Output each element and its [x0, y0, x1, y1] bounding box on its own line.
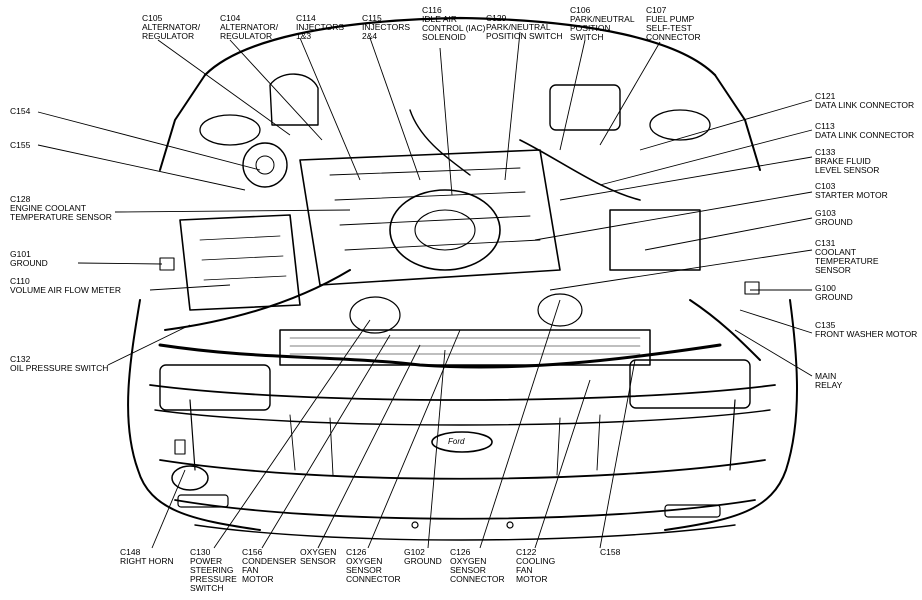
- label-c154: C154: [10, 106, 31, 116]
- intake-plenum: [389, 189, 501, 271]
- bumper-line: [159, 459, 766, 480]
- reservoir: [269, 73, 319, 126]
- grille-top: [149, 384, 776, 401]
- leader-lines: [37, 31, 813, 549]
- wiring-harness: [158, 343, 722, 369]
- left-headlight: [629, 359, 751, 409]
- alternator: [242, 142, 288, 188]
- label-c158: C158: [600, 547, 621, 557]
- right-headlight: [159, 364, 271, 411]
- brake-master-cylinder: [549, 84, 621, 131]
- label-c155: C155: [10, 140, 31, 150]
- hood-edge: [203, 16, 717, 77]
- ford-emblem: [431, 431, 493, 453]
- air-cleaner: [179, 214, 301, 311]
- engine-block: [299, 149, 561, 286]
- radiator: [279, 329, 651, 366]
- battery: [609, 209, 701, 271]
- horn: [171, 465, 209, 491]
- ford-badge-text: Ford: [448, 437, 465, 446]
